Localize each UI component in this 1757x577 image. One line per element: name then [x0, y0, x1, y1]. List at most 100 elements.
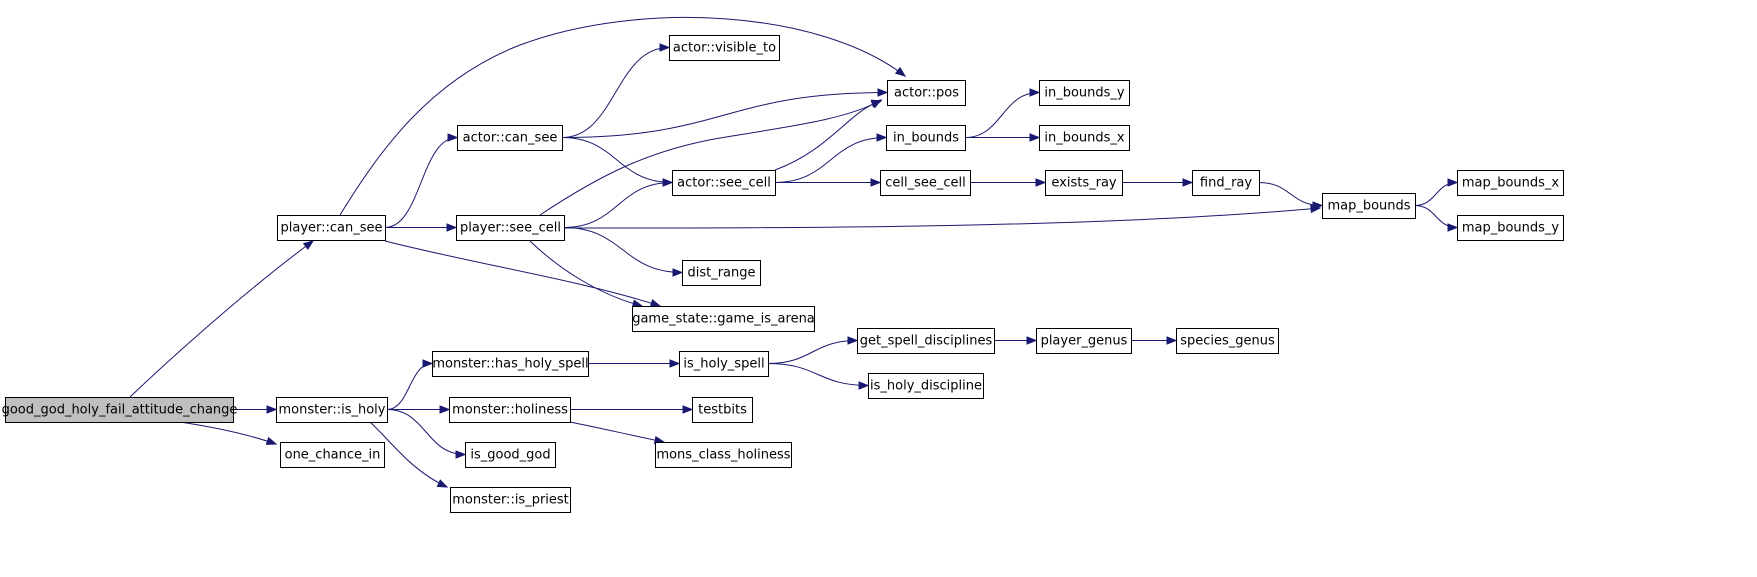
- node-map-bounds-x[interactable]: map_bounds_x: [1457, 170, 1564, 196]
- node-monster-is-priest[interactable]: monster::is_priest: [450, 487, 571, 513]
- node-cell-see-cell[interactable]: cell_see_cell: [880, 170, 971, 196]
- node-game-state-game-is-arena[interactable]: game_state::game_is_arena: [632, 306, 815, 332]
- edges-layer: [129, 17, 1459, 488]
- node-is-holy-discipline[interactable]: is_holy_discipline: [868, 373, 984, 399]
- edge-monster-is-holy-to-is-good-god: [386, 409, 467, 459]
- edge-line: [386, 409, 466, 455]
- node-species-genus[interactable]: species_genus: [1176, 328, 1279, 354]
- edge-player-see-cell-to-actor-see-cell: [563, 178, 674, 228]
- node-label: player::see_cell: [460, 221, 561, 236]
- edge-player-genus-to-species-genus: [1130, 336, 1178, 345]
- node-actor-see-cell[interactable]: actor::see_cell: [672, 170, 776, 196]
- node-box: [632, 306, 815, 332]
- node-find-ray[interactable]: find_ray: [1192, 170, 1260, 196]
- node-label: in_bounds: [893, 131, 959, 146]
- edge-player-see-cell-to-map-bounds: [563, 204, 1322, 229]
- edge-line: [774, 137, 887, 183]
- edge-arrowhead: [265, 436, 278, 445]
- node-mons-class-holiness[interactable]: mons_class_holiness: [655, 442, 792, 468]
- node-box: [682, 260, 761, 286]
- node-dist-range[interactable]: dist_range: [682, 260, 761, 286]
- node-player-see-cell[interactable]: player::see_cell: [456, 215, 565, 241]
- node-label: in_bounds_y: [1044, 86, 1125, 101]
- node-box: [1192, 170, 1260, 196]
- edge-arrowhead: [439, 405, 451, 414]
- edge-exists-ray-to-find-ray: [1122, 178, 1194, 187]
- edge-arrowhead: [894, 66, 907, 77]
- node-box: [276, 397, 388, 423]
- edge-arrowhead: [1035, 178, 1047, 187]
- edge-monster-is-holy-to-monster-is-priest: [369, 421, 449, 488]
- node-box: [277, 215, 386, 241]
- node-box: [669, 35, 780, 61]
- edge-monster-is-holy-to-monster-holiness: [386, 405, 451, 414]
- node-label: map_bounds_y: [1462, 221, 1560, 236]
- node-box: [465, 442, 556, 468]
- node-label: exists_ray: [1051, 176, 1117, 191]
- node-box: [1176, 328, 1279, 354]
- edge-arrowhead: [1447, 223, 1459, 232]
- edge-line: [767, 340, 858, 364]
- edge-monster-holiness-to-mons-class-holiness: [569, 421, 666, 445]
- edge-arrowhead: [672, 268, 684, 277]
- edge-map-bounds-to-map-bounds-y: [1414, 205, 1459, 232]
- edge-arrowhead: [662, 178, 674, 187]
- node-box: [857, 328, 995, 354]
- node-label: actor::pos: [894, 86, 959, 101]
- node-label: player::can_see: [280, 221, 382, 236]
- edge-good-god-holy-fail-attitude-change-to-one-chance-in: [179, 421, 278, 445]
- node-monster-holiness[interactable]: monster::holiness: [449, 397, 571, 423]
- node-box: [1322, 193, 1416, 219]
- edge-actor-can-see-to-actor-visible-to: [561, 43, 671, 138]
- node-is-holy-spell[interactable]: is_holy_spell: [679, 351, 769, 377]
- edge-player-see-cell-to-game-state-game-is-arena: [529, 240, 644, 308]
- edge-line: [964, 92, 1040, 138]
- node-label: is_holy_spell: [683, 357, 764, 372]
- node-label: monster::is_holy: [279, 403, 386, 418]
- edge-player-see-cell-to-actor-pos: [539, 99, 883, 216]
- node-actor-visible-to[interactable]: actor::visible_to: [669, 35, 780, 61]
- edge-player-can-see-to-game-state-game-is-arena: [384, 240, 662, 308]
- node-monster-is-holy[interactable]: monster::is_holy: [276, 397, 388, 423]
- edge-cell-see-cell-to-exists-ray: [970, 178, 1047, 187]
- node-in-bounds-x[interactable]: in_bounds_x: [1039, 125, 1130, 151]
- node-box: [280, 442, 385, 468]
- node-player-can-see[interactable]: player::can_see: [277, 215, 386, 241]
- node-testbits[interactable]: testbits: [692, 397, 753, 423]
- node-label: testbits: [698, 403, 747, 418]
- node-actor-pos[interactable]: actor::pos: [887, 80, 966, 106]
- edge-arrowhead: [669, 359, 681, 368]
- node-player-genus[interactable]: player_genus: [1036, 328, 1132, 354]
- edge-line: [563, 227, 683, 273]
- node-get-spell-disciplines[interactable]: get_spell_disciplines: [857, 328, 995, 354]
- node-is-good-god[interactable]: is_good_god: [465, 442, 556, 468]
- node-label: species_genus: [1180, 334, 1275, 349]
- node-in-bounds[interactable]: in_bounds: [886, 125, 966, 151]
- edge-line: [774, 100, 882, 171]
- node-box: [886, 125, 966, 151]
- edge-arrowhead: [1029, 88, 1041, 97]
- node-map-bounds[interactable]: map_bounds: [1322, 193, 1416, 219]
- edge-arrowhead: [649, 299, 662, 308]
- node-label: mons_class_holiness: [656, 448, 790, 463]
- node-box: [1036, 328, 1132, 354]
- node-label: in_bounds_x: [1044, 131, 1125, 146]
- node-box: [5, 397, 234, 423]
- node-monster-has-holy-spell[interactable]: monster::has_holy_spell: [432, 351, 589, 377]
- edge-is-holy-spell-to-is-holy-discipline: [767, 363, 870, 390]
- edge-arrowhead: [1312, 201, 1324, 210]
- node-label: monster::holiness: [452, 403, 568, 418]
- node-exists-ray[interactable]: exists_ray: [1045, 170, 1123, 196]
- node-good-god-holy-fail-attitude-change[interactable]: good_god_holy_fail_attitude_change: [2, 397, 238, 423]
- node-actor-can-see[interactable]: actor::can_see: [457, 125, 563, 151]
- node-map-bounds-y[interactable]: map_bounds_y: [1457, 215, 1564, 241]
- edge-player-see-cell-to-dist-range: [563, 227, 684, 277]
- node-label: dist_range: [687, 266, 755, 281]
- node-in-bounds-y[interactable]: in_bounds_y: [1039, 80, 1130, 106]
- node-box: [880, 170, 971, 196]
- node-one-chance-in[interactable]: one_chance_in: [280, 442, 385, 468]
- node-box: [1457, 215, 1564, 241]
- node-label: map_bounds: [1327, 199, 1410, 214]
- edge-line: [384, 137, 458, 228]
